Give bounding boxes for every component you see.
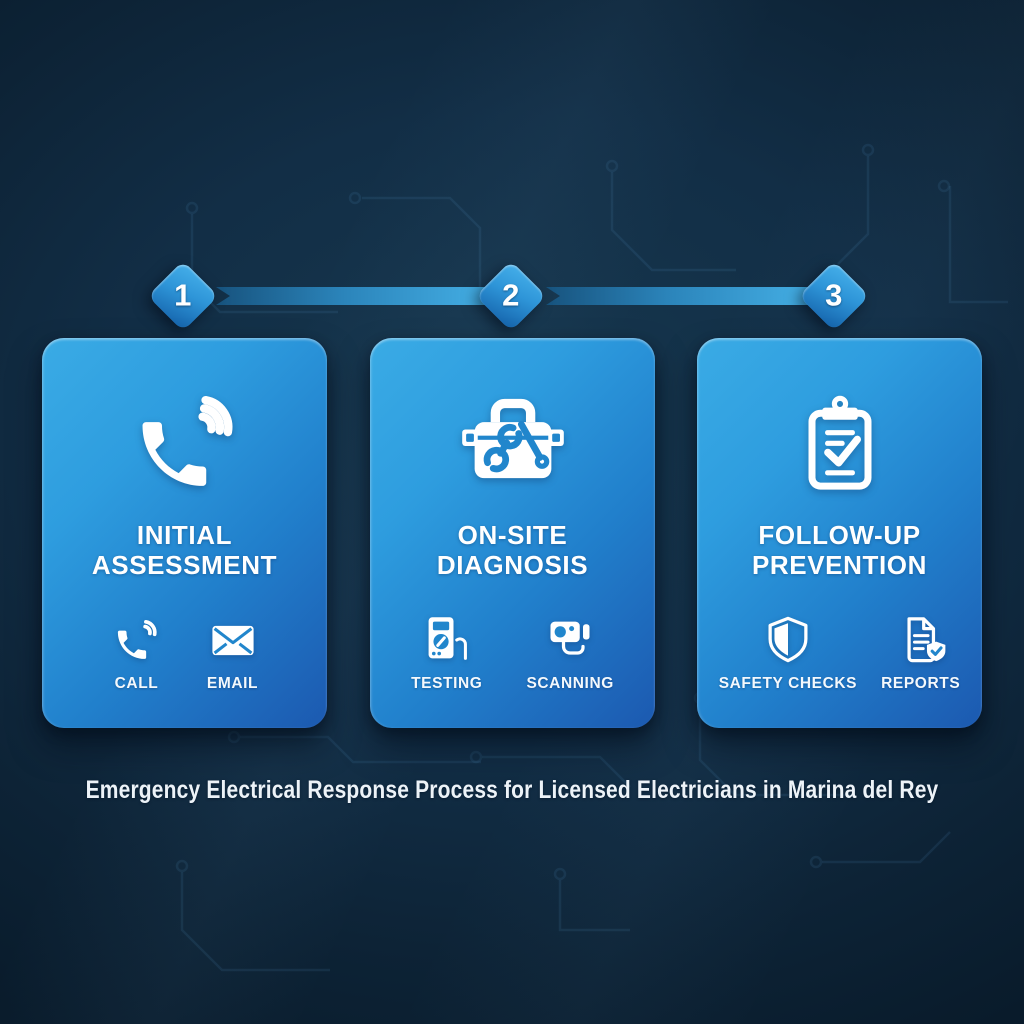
card-features: CALL EMAIL [111, 610, 259, 693]
phone-volume-icon [126, 386, 244, 504]
thermal-camera-icon [544, 610, 596, 666]
card-features: SAFETY CHECKS REPORTS [719, 610, 961, 693]
card-features: TESTING SCANNING [411, 610, 614, 693]
toolbox-icon [450, 386, 576, 504]
feature-label: REPORTS [881, 675, 961, 692]
feature-email: EMAIL [207, 610, 259, 693]
timeline-connector-1 [216, 287, 496, 305]
feature-reports: REPORTS [881, 610, 960, 693]
step-1-number: 1 [174, 278, 192, 313]
card-followup-prevention: FOLLOW-UP PREVENTION SAFETY CHECKS [697, 338, 982, 728]
feature-call: CALL [111, 610, 163, 693]
feature-label: CALL [114, 675, 159, 692]
card-title: ON-SITE DIAGNOSIS [436, 520, 589, 580]
feature-label: SAFETY CHECKS [718, 675, 858, 692]
card-title: INITIAL ASSESSMENT [91, 520, 278, 580]
call-icon [111, 610, 163, 666]
infographic-caption: Emergency Electrical Response Process fo… [85, 776, 939, 804]
step-3-number: 3 [825, 278, 843, 313]
report-check-icon [895, 610, 947, 666]
card-onsite-diagnosis: ON-SITE DIAGNOSIS TESTING [370, 338, 655, 728]
feature-scanning: SCANNING [526, 610, 613, 693]
feature-testing: TESTING [411, 610, 482, 693]
email-icon [207, 610, 259, 666]
step-2-number: 2 [502, 278, 520, 313]
clipboard-check-icon [784, 386, 896, 504]
feature-safety-checks: SAFETY CHECKS [719, 610, 857, 693]
card-title: FOLLOW-UP PREVENTION [751, 520, 928, 580]
timeline-connector-2 [546, 287, 816, 305]
feature-label: TESTING [411, 675, 483, 692]
feature-label: EMAIL [206, 675, 259, 692]
multimeter-icon [421, 610, 473, 666]
feature-label: SCANNING [526, 675, 614, 692]
card-initial-assessment: INITIAL ASSESSMENT CALL [42, 338, 327, 728]
shield-icon [762, 610, 814, 666]
